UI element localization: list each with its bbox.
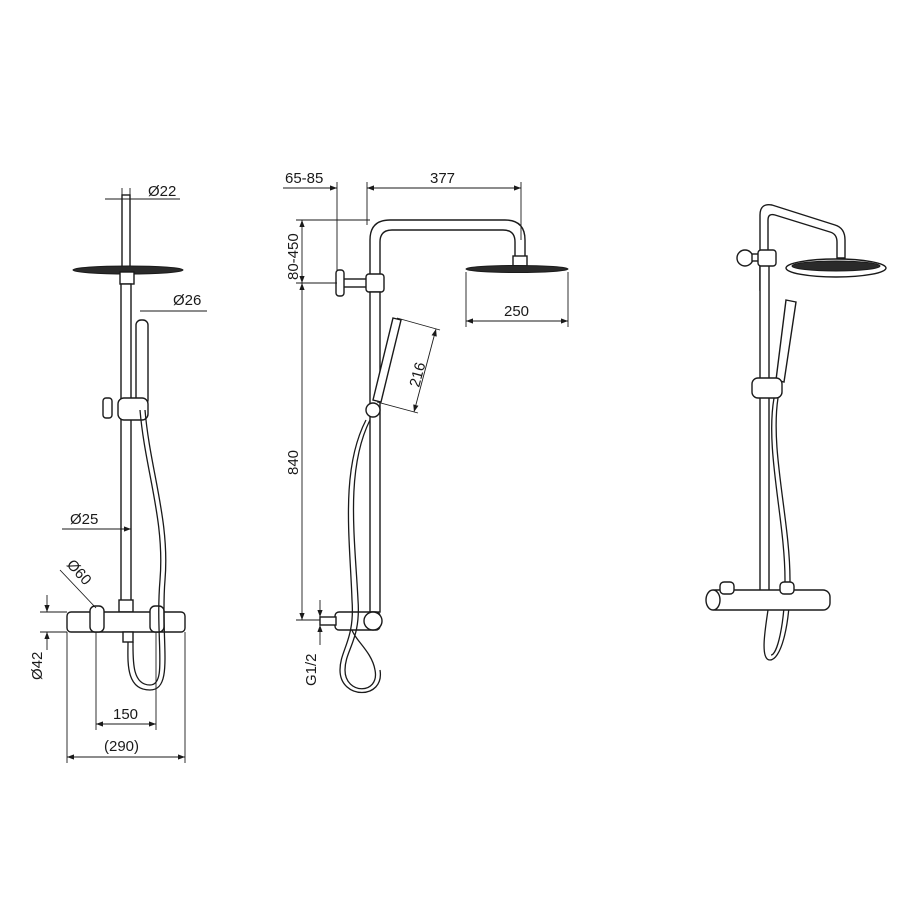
- persp-holder: [751, 377, 783, 399]
- head-connector: [512, 255, 528, 267]
- persp-arm: [759, 204, 846, 291]
- persp-wall-bracket: [736, 249, 754, 267]
- handshower: [135, 319, 149, 406]
- bracket-clamp: [365, 273, 385, 293]
- persp-riser: [759, 257, 770, 594]
- holder-knob: [102, 397, 113, 419]
- dim-wall-offset: 65-85: [285, 170, 323, 187]
- persp-thermostat-knob: [705, 589, 721, 611]
- dim-bracket-adjust: 80-450: [285, 233, 302, 280]
- riser-joint: [118, 599, 134, 613]
- wall-inlet-right: [149, 605, 165, 633]
- side-shower-head: [465, 265, 569, 273]
- handshower-holder: [117, 397, 149, 421]
- dim-riser-diameter: Ø25: [70, 511, 98, 528]
- dim-arm-reach: 377: [430, 170, 455, 187]
- side-holder: [365, 402, 381, 418]
- shower-hose: [127, 409, 167, 691]
- side-hose: [344, 419, 377, 690]
- dim-knob-diameter: Ø60: [63, 556, 95, 588]
- front-view: Ø22 Ø26 Ø25 Ø60 Ø42 150 (290): [29, 183, 207, 763]
- inlet-pipe: [319, 616, 337, 626]
- riser-pipe: [120, 283, 132, 607]
- side-handshower: [372, 317, 402, 403]
- side-view: 377 65-85 80-450 840 G1/2 250 216: [283, 170, 569, 693]
- dim-inlet-thread: G1/2: [303, 653, 320, 686]
- dim-riser-height: 840: [285, 450, 302, 475]
- persp-handshower: [775, 299, 797, 383]
- perspective-view: [705, 204, 887, 661]
- dim-handshower-length: 216: [406, 360, 429, 389]
- shower-arm: [369, 219, 526, 285]
- hose-outlet: [122, 631, 134, 643]
- dim-inlet-spacing: 150: [113, 706, 138, 723]
- wall-inlet-left: [89, 605, 105, 633]
- dim-head-diameter: 250: [504, 303, 529, 320]
- dim-thermostat-length: (290): [104, 738, 139, 755]
- side-thermostat-knob: [363, 611, 383, 631]
- side-riser: [369, 291, 381, 613]
- dim-pipe-top-diameter: Ø22: [148, 183, 176, 200]
- dim-body-diameter: Ø42: [29, 652, 46, 680]
- shower-head-connector: [119, 271, 135, 285]
- wall-bracket-plate: [335, 269, 345, 297]
- top-pipe: [121, 194, 131, 268]
- persp-bracket-clamp: [757, 249, 777, 267]
- dim-handshower-diameter: Ø26: [173, 292, 201, 309]
- thermostat-bar: [66, 611, 186, 633]
